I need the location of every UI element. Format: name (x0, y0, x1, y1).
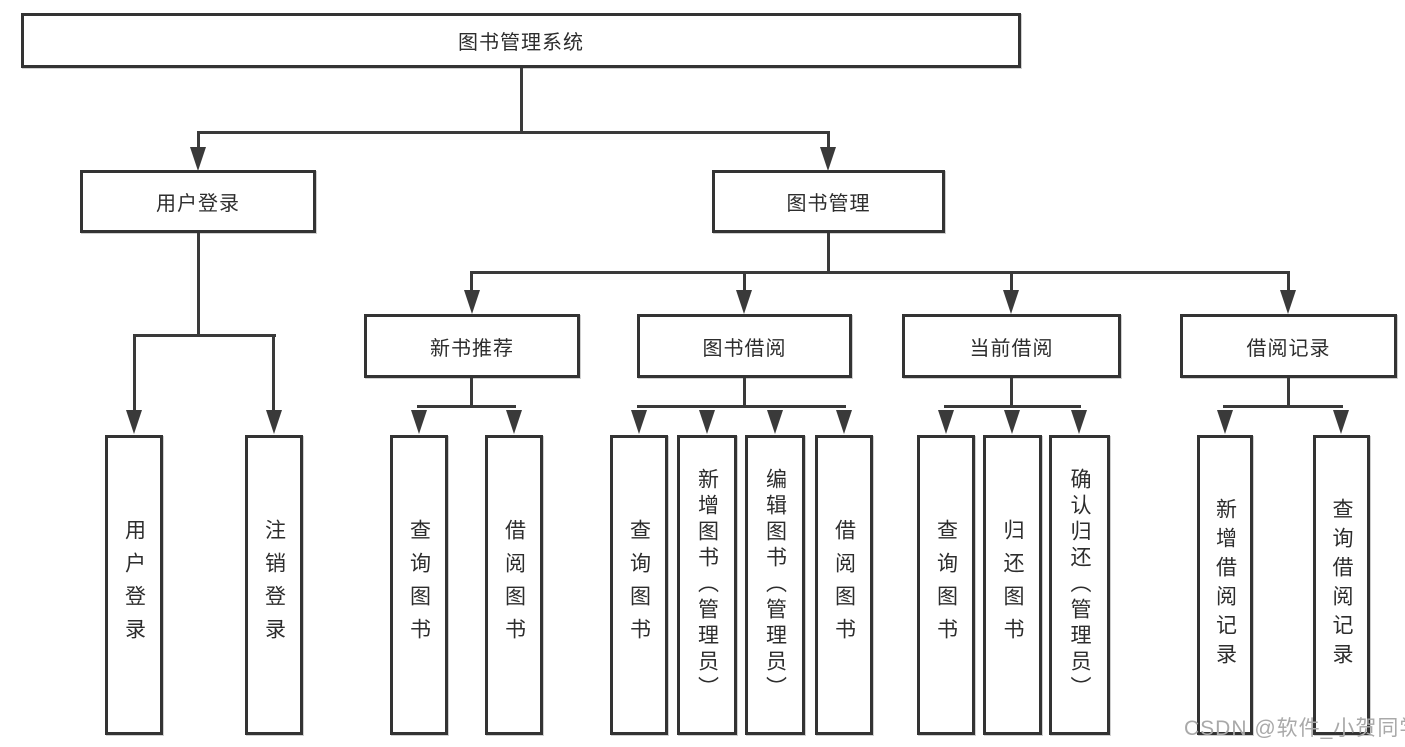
node-root-label: 图书管理系统 (458, 32, 584, 54)
arrowhead-to-return-books (1004, 410, 1020, 434)
leaf-current-query-books-label: 查询图书 (934, 519, 958, 651)
connector-to-user-login-shaft (197, 131, 200, 149)
leaf-return-books-label: 归还图书 (1001, 519, 1024, 651)
node-new-book-recommend-label: 新书推荐 (430, 337, 514, 360)
leaf-current-query-books: 查询图书 (917, 435, 975, 735)
leaf-recommend-borrow-books-label: 借阅图书 (502, 519, 526, 651)
arrowhead-to-add-record (1217, 410, 1233, 434)
leaf-confirm-return-admin-label: 确认归还（管理员） (1068, 468, 1091, 702)
arrowhead-to-recommend-borrow (506, 410, 522, 434)
node-current-borrow-label: 当前借阅 (969, 337, 1054, 360)
node-book-borrow: 图书借阅 (637, 314, 852, 378)
connector-to-book-borrow-shaft (743, 271, 746, 292)
connector-book-borrow-stem (743, 378, 746, 408)
connector-root-crossbar (197, 131, 830, 134)
leaf-confirm-return-admin: 确认归还（管理员） (1049, 435, 1110, 735)
arrowhead-to-recommend-query (411, 410, 427, 434)
arrowhead-to-query-record (1333, 410, 1349, 434)
connector-user-login-stem (197, 233, 200, 337)
arrowhead-to-book-management (820, 147, 836, 171)
connector-current-borrow-crossbar (944, 405, 1081, 408)
arrowhead-to-current-borrow (1003, 290, 1019, 314)
connector-borrow-records-crossbar (1223, 405, 1343, 408)
connector-recommend-crossbar (417, 405, 516, 408)
leaf-borrow-books-label: 借阅图书 (832, 519, 856, 651)
leaf-add-books-admin: 新增图书（管理员） (677, 435, 737, 735)
arrowhead-to-new-book-recommend (464, 290, 480, 314)
leaf-query-borrow-record: 查询借阅记录 (1313, 435, 1370, 735)
node-book-management-label: 图书管理 (786, 193, 871, 215)
connector-book-borrow-crossbar (637, 405, 846, 408)
connector-current-borrow-stem (1010, 378, 1013, 408)
arrowhead-to-book-borrow (736, 290, 752, 314)
node-borrow-records: 借阅记录 (1180, 314, 1397, 378)
leaf-borrow-query-books-label: 查询图书 (627, 519, 651, 651)
leaf-return-books: 归还图书 (983, 435, 1042, 735)
connector-to-book-management-shaft (827, 131, 830, 149)
arrowhead-to-leaf-user-login (126, 410, 142, 434)
connector-to-leaf-logout-shaft (272, 334, 275, 411)
arrowhead-to-borrow-records (1280, 290, 1296, 314)
node-user-login-label: 用户登录 (156, 193, 240, 215)
connector-root-stem (520, 68, 523, 134)
connector-to-leaf-user-login-shaft (133, 334, 136, 411)
leaf-logout: 注销登录 (245, 435, 303, 735)
node-user-login: 用户登录 (80, 170, 316, 233)
arrowhead-to-leaf-logout (266, 410, 282, 434)
leaf-user-login: 用户登录 (105, 435, 163, 735)
connector-recommend-stem (470, 378, 473, 408)
node-new-book-recommend: 新书推荐 (364, 314, 580, 378)
connector-to-borrow-records-shaft (1287, 271, 1290, 292)
arrowhead-to-edit-books (767, 410, 783, 434)
connector-user-login-crossbar (133, 334, 276, 337)
node-current-borrow: 当前借阅 (902, 314, 1121, 378)
arrowhead-to-confirm-return (1071, 410, 1087, 434)
leaf-logout-label: 注销登录 (262, 519, 286, 651)
leaf-edit-books-admin: 编辑图书（管理员） (745, 435, 805, 735)
node-root-system: 图书管理系统 (21, 13, 1021, 68)
connector-book-management-crossbar (470, 271, 1290, 274)
connector-to-current-borrow-shaft (1010, 271, 1013, 292)
connector-to-new-book-recommend-shaft (470, 271, 473, 292)
node-book-management: 图书管理 (712, 170, 945, 233)
connector-borrow-records-stem (1287, 378, 1290, 408)
leaf-user-login-label: 用户登录 (122, 519, 146, 651)
leaf-borrow-books: 借阅图书 (815, 435, 873, 735)
node-borrow-records-label: 借阅记录 (1246, 337, 1331, 360)
leaf-add-books-admin-label: 新增图书（管理员） (695, 468, 719, 702)
arrowhead-to-user-login (190, 147, 206, 171)
csdn-watermark: CSDN @软件_小贺同学 (1184, 717, 1405, 740)
leaf-edit-books-admin-label: 编辑图书（管理员） (763, 468, 787, 702)
connector-book-management-stem (827, 233, 830, 274)
arrowhead-to-current-query (938, 410, 954, 434)
node-book-borrow-label: 图书借阅 (702, 337, 787, 360)
leaf-add-borrow-record: 新增借阅记录 (1197, 435, 1253, 735)
leaf-recommend-borrow-books: 借阅图书 (485, 435, 543, 735)
leaf-query-borrow-record-label: 查询借阅记录 (1330, 498, 1353, 672)
leaf-recommend-query-books-label: 查询图书 (407, 519, 431, 651)
arrowhead-to-borrow-books (836, 410, 852, 434)
leaf-add-borrow-record-label: 新增借阅记录 (1213, 498, 1237, 672)
arrowhead-to-borrow-query (631, 410, 647, 434)
arrowhead-to-add-books (699, 410, 715, 434)
leaf-recommend-query-books: 查询图书 (390, 435, 448, 735)
leaf-borrow-query-books: 查询图书 (610, 435, 668, 735)
